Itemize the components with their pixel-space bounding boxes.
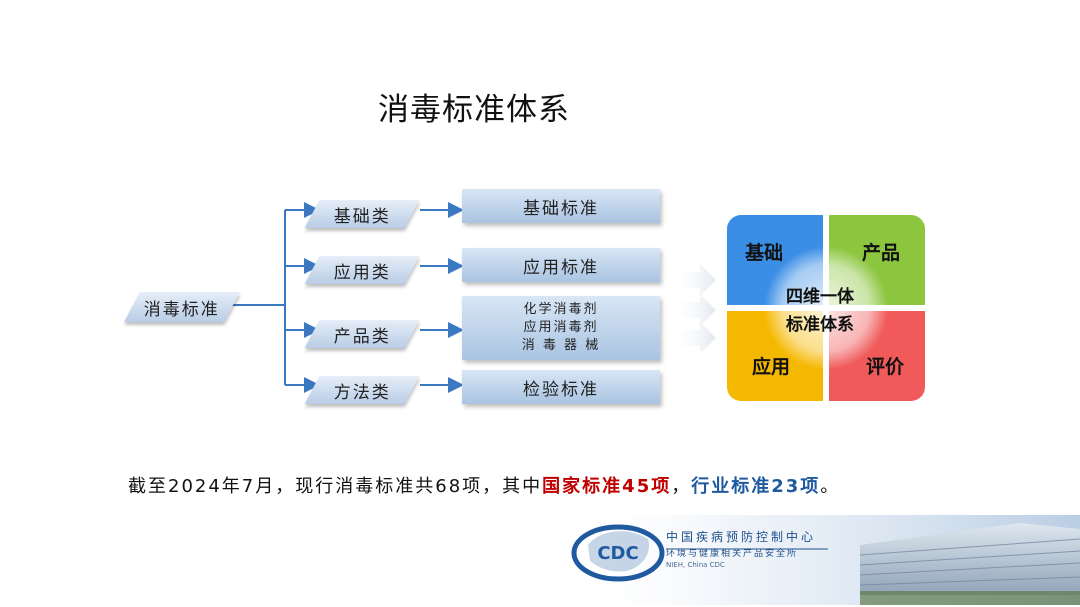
cdc-badge-text: CDC — [597, 543, 638, 564]
root-node: 消毒标准 — [124, 292, 240, 322]
category-label: 方法类 — [333, 382, 391, 403]
ghost-arrow-2 — [670, 294, 716, 326]
national-standard-count: 国家标准45项 — [542, 476, 672, 497]
summary-end: 。 — [820, 476, 841, 497]
quadrant-label-basic: 基础 — [745, 242, 784, 264]
quadrant-center-line1: 四维一体 — [786, 287, 854, 307]
quadrant-label-evaluation: 评价 — [866, 356, 905, 378]
category-node-application: 应用类 — [304, 256, 420, 284]
footer-banner: CDC — [560, 515, 1080, 605]
quadrant-label-product: 产品 — [862, 242, 901, 264]
standard-line: 应用标准 — [523, 257, 599, 278]
standard-line: 化学消毒剂 — [523, 302, 599, 317]
root-node-label: 消毒标准 — [144, 299, 220, 320]
category-node-basic: 基础类 — [304, 200, 420, 228]
four-dimension-quadrant — [727, 215, 925, 401]
standard-line: 应用消毒剂 — [523, 320, 599, 335]
standard-box-basic: 基础标准 — [462, 189, 660, 223]
standard-line: 基础标准 — [523, 198, 599, 219]
category-label: 产品类 — [333, 326, 391, 347]
quadrant-label-application: 应用 — [752, 356, 791, 378]
cdc-logo-icon: CDC — [571, 524, 665, 582]
slide-title: 消毒标准体系 — [378, 92, 570, 128]
summary-sentence: 截至2024年7月，现行消毒标准共68项，其中国家标准45项，行业标准23项。 — [128, 472, 840, 498]
standard-line: 消 毒 器 械 — [521, 338, 601, 353]
standard-box-method: 检验标准 — [462, 370, 660, 404]
category-node-product: 产品类 — [304, 320, 420, 348]
ghost-arrow-3 — [670, 322, 716, 354]
category-label: 应用类 — [333, 262, 391, 283]
quadrant-center-glow — [764, 246, 888, 370]
standard-line: 检验标准 — [523, 379, 599, 400]
standard-box-application: 应用标准 — [462, 248, 660, 282]
quadrant-center-line2: 标准体系 — [786, 315, 854, 335]
summary-separator: ， — [671, 476, 692, 497]
ghost-arrow-1 — [670, 264, 716, 296]
category-node-method: 方法类 — [304, 376, 420, 404]
building-image — [859, 523, 1080, 605]
dept-name-en: NIEH, China CDC — [666, 561, 725, 569]
org-name-cn: 中国疾病预防控制中心 — [666, 530, 817, 544]
summary-text: 截至2024年7月，现行消毒标准共68项，其中 — [128, 476, 543, 497]
industry-standard-count: 行业标准23项 — [691, 476, 821, 497]
dept-name-cn: 环境与健康相关产品安全所 — [666, 549, 799, 559]
category-label: 基础类 — [333, 206, 391, 227]
standard-box-product: 化学消毒剂 应用消毒剂 消 毒 器 械 — [462, 296, 660, 360]
